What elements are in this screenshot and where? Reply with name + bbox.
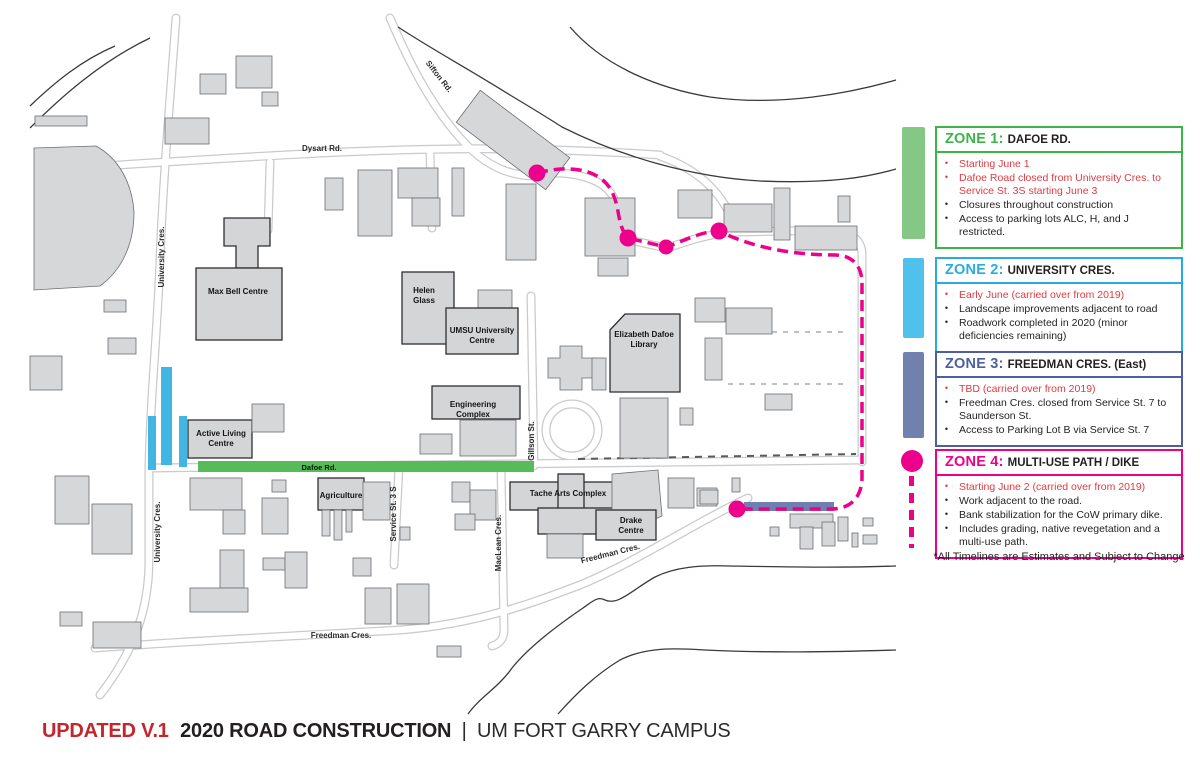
title-updated-version: UPDATED V.1 bbox=[42, 720, 169, 742]
zone3-header: ZONE 3:FREEDMAN CRES. (East) bbox=[937, 353, 1181, 378]
zone-bullet: •Freedman Cres. closed from Service St. … bbox=[944, 397, 1167, 423]
zone3-name: FREEDMAN CRES. (East) bbox=[1007, 359, 1147, 371]
zone3-legend-color-bar bbox=[903, 352, 924, 438]
building-label-engineering-2: Complex bbox=[456, 410, 490, 419]
zone1-name: DAFOE RD. bbox=[1007, 134, 1071, 146]
building-label-dafoe-library-2: Library bbox=[630, 340, 658, 349]
zone2-info-box: ZONE 2:UNIVERSITY CRES. •Early June (car… bbox=[935, 257, 1183, 354]
zone1-header: ZONE 1:DAFOE RD. bbox=[937, 128, 1181, 153]
zone-bullet: •Work adjacent to the road. bbox=[944, 495, 1082, 508]
title-campus-text: UM FORT GARRY CAMPUS bbox=[477, 720, 731, 742]
street-label-gillson: Gillson St. bbox=[527, 421, 536, 461]
zone3-bullet-list: •TBD (carried over from 2019) •Freedman C… bbox=[937, 378, 1181, 445]
campus-buildings bbox=[29, 55, 878, 658]
zone-bullet: •Starting June 2 (carried over from 2019… bbox=[944, 481, 1146, 493]
building-label-tache: Tache Arts Complex bbox=[530, 489, 607, 498]
zone4-legend-dashed-stem bbox=[909, 476, 914, 548]
zone2-bullet-list: •Early June (carried over from 2019) •Lan… bbox=[937, 284, 1181, 351]
building-label-active-living-1: Active Living bbox=[196, 429, 246, 438]
zone2-name: UNIVERSITY CRES. bbox=[1007, 265, 1115, 277]
building-label-drake-1: Drake bbox=[620, 516, 643, 525]
zone2-university-cres-bars bbox=[148, 367, 187, 470]
street-label-dysart: Dysart Rd. bbox=[302, 144, 342, 153]
zone-bullet: •Roadwork completed in 2020 (minor defic… bbox=[944, 317, 1128, 343]
building-label-engineering-1: Engineering bbox=[450, 400, 496, 409]
building-label-helen-glass-2: Glass bbox=[413, 296, 435, 305]
zone-bullet: •TBD (carried over from 2019) bbox=[944, 383, 1096, 395]
zone2-legend-color-bar bbox=[903, 258, 924, 338]
building-labels: Max Bell Centre Helen Glass UMSU Univers… bbox=[196, 286, 674, 535]
riverbank-contours bbox=[29, 26, 897, 715]
zone4-name: MULTI-USE PATH / DIKE bbox=[1007, 457, 1140, 469]
street-label-service-st-3s: Service St. 3 S bbox=[389, 486, 398, 542]
zone-bullet: •Dafoe Road closed from University Cres.… bbox=[944, 172, 1161, 198]
building-label-agriculture: Agriculture bbox=[320, 491, 363, 500]
zone4-header: ZONE 4:MULTI-USE PATH / DIKE bbox=[937, 451, 1181, 476]
zone3-info-box: ZONE 3:FREEDMAN CRES. (East) •TBD (carri… bbox=[935, 351, 1183, 448]
zone-bullet: •Includes grading, native revegetation a… bbox=[944, 523, 1160, 549]
zone4-label: ZONE 4: bbox=[945, 454, 1004, 470]
zone4-multiuse-path-dike bbox=[528, 164, 864, 518]
zone4-info-box: ZONE 4:MULTI-USE PATH / DIKE •Starting J… bbox=[935, 449, 1183, 560]
zone2-label: ZONE 2: bbox=[945, 262, 1004, 278]
street-label-maclean: MacLean Cres. bbox=[494, 515, 503, 571]
zone-bullet: •Access to parking lots ALC, H, and J re… bbox=[944, 213, 1129, 239]
zone4-legend-dot-icon bbox=[901, 450, 923, 472]
zone-bullet: •Bank stabilization for the CoW primary … bbox=[944, 509, 1163, 522]
timelines-footnote: *All Timelines are Estimates and Subject… bbox=[933, 551, 1185, 563]
zone1-bullet-list: •Starting June 1 •Dafoe Road closed from … bbox=[937, 153, 1181, 247]
zone1-dafoe-closure-bar bbox=[198, 461, 534, 472]
building-label-umsu-1: UMSU University bbox=[450, 326, 515, 335]
building-label-dafoe-library-1: Elizabeth Dafoe bbox=[614, 330, 674, 339]
zone2-header: ZONE 2:UNIVERSITY CRES. bbox=[937, 259, 1181, 284]
page-title: UPDATED V.1 2020 ROAD CONSTRUCTION | UM … bbox=[42, 720, 731, 743]
building-label-umsu-2: Centre bbox=[469, 336, 495, 345]
street-label-dafoe: Dafoe Rd. bbox=[301, 463, 336, 472]
title-separator: | bbox=[461, 720, 467, 742]
zone-bullet: •Early June (carried over from 2019) bbox=[944, 289, 1125, 301]
building-label-drake-2: Centre bbox=[618, 526, 644, 535]
zone-bullet: •Landscape improvements adjacent to road bbox=[944, 303, 1158, 316]
zone1-legend-color-bar bbox=[902, 127, 925, 239]
zone-bullet: •Starting June 1 bbox=[944, 158, 1030, 170]
title-main-text: 2020 ROAD CONSTRUCTION bbox=[180, 720, 452, 742]
street-label-freedman-west: Freedman Cres. bbox=[311, 631, 371, 640]
street-label-university-cres-north: University Cres. bbox=[157, 227, 166, 288]
zone1-info-box: ZONE 1:DAFOE RD. •Starting June 1 •Dafoe … bbox=[935, 126, 1183, 250]
zone3-freedman-east-bar bbox=[744, 502, 834, 511]
zone1-label: ZONE 1: bbox=[945, 131, 1004, 147]
street-label-university-cres-south: University Cres. bbox=[153, 502, 162, 563]
building-label-active-living-2: Centre bbox=[208, 439, 234, 448]
zone3-label: ZONE 3: bbox=[945, 356, 1004, 372]
building-label-max-bell: Max Bell Centre bbox=[208, 287, 269, 296]
building-label-helen-glass-1: Helen bbox=[413, 286, 435, 295]
parking-rows bbox=[577, 331, 857, 460]
zone-bullet: •Access to Parking Lot B via Service St.… bbox=[944, 424, 1150, 437]
zone-bullet: •Closures throughout construction bbox=[944, 199, 1114, 212]
zone4-bullet-list: •Starting June 2 (carried over from 2019… bbox=[937, 476, 1181, 557]
